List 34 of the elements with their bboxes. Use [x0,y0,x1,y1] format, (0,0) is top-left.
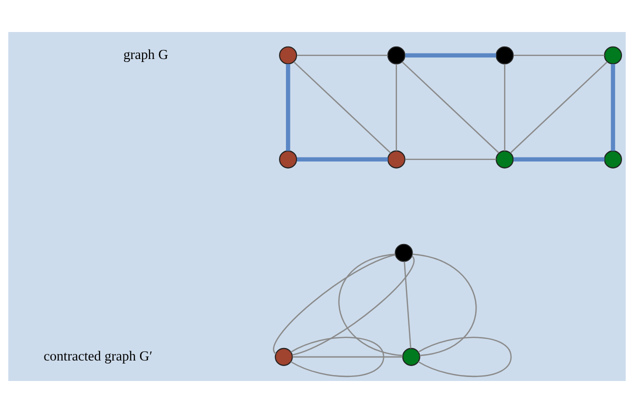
connector [286,64,290,151]
node-circle [402,348,420,366]
label: contracted graph G′ [44,348,152,364]
node-circle [279,46,298,64]
connector [418,336,512,377]
connector [273,254,396,354]
connector [290,336,384,377]
connector [296,157,388,162]
node-circle [496,46,514,64]
connector [504,64,506,151]
connector [396,64,398,151]
node-circle [394,244,413,262]
node-circle [274,348,293,366]
connector [412,254,477,356]
connector [404,262,412,348]
connector [338,254,403,356]
node-circle [604,46,622,64]
connector [402,61,500,154]
node-circle [496,150,514,168]
connector [405,158,496,160]
node-circle [604,150,622,168]
connector [610,64,616,151]
node-circle [279,150,298,168]
label: graph G [123,46,168,62]
node-circle [387,150,406,168]
node-circle [387,46,406,64]
connector [514,157,604,162]
connector [514,54,604,56]
connector [293,61,391,154]
connector [405,53,496,58]
connector [292,356,402,358]
connector [296,54,388,56]
connector [292,256,415,356]
connector [510,61,608,154]
